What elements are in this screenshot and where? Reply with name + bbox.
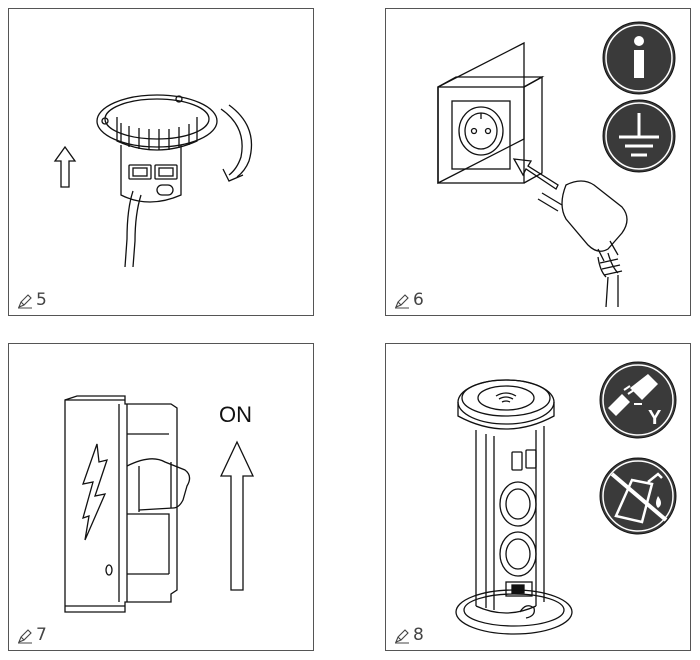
step-8-panel: Y 8 [385,343,691,651]
pencil-icon [395,294,409,309]
pencil-icon [18,629,32,644]
wall-socket-plug-illustration [437,21,676,308]
step-6-panel: 6 [385,8,691,316]
svg-text:Y: Y [648,407,662,429]
step-8-number: 8 [413,625,424,645]
pencil-icon [395,629,409,644]
pencil-icon [18,294,32,309]
no-chemicals-icon [599,457,677,535]
ground-earth-icon [602,99,676,173]
step-7-number: 7 [36,625,47,645]
plug-adapter-icon: Y [599,361,677,439]
step-7-marker: 7 [17,627,47,644]
step-5-marker: 5 [17,292,47,309]
step-5-number: 5 [36,290,47,310]
step-5-panel: 5 [8,8,314,316]
on-label: ON [219,402,252,427]
step-6-number: 6 [413,290,424,310]
info-icon [602,21,676,95]
step-8-marker: 8 [394,627,424,644]
step-6-marker: 6 [394,292,424,309]
mount-rotate-illustration [53,94,253,268]
popup-tower-illustration: Y [455,361,677,635]
breaker-switch-illustration [64,395,255,613]
step-7-panel: ON 7 [8,343,314,651]
